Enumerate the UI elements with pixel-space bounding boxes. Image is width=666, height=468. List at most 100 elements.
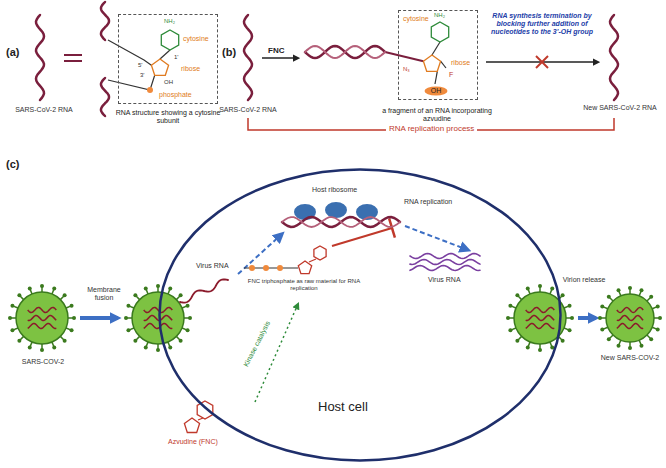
viral-rna [28, 316, 57, 321]
glycosidic-bond [198, 418, 203, 420]
fusion-arrow [80, 316, 118, 320]
rna-strand [305, 46, 385, 58]
viral-envelope [16, 292, 68, 344]
cytosine-ring [161, 30, 178, 50]
viral-rna [28, 324, 57, 329]
spike-head [156, 284, 160, 288]
spike-head [550, 346, 554, 350]
viral-rna [144, 324, 173, 329]
spike-head [649, 337, 653, 341]
phosphate-group [249, 265, 255, 271]
annotation-label: Kinase catalysis [242, 320, 272, 368]
annotation-label: New SARS-COV-2 [596, 354, 664, 362]
inhibition-bar [389, 218, 395, 237]
spike-head [649, 295, 653, 299]
annotation-label: RNA replication process [386, 124, 477, 133]
spike-head [561, 293, 565, 297]
spike-head [70, 328, 74, 332]
spike-head [144, 346, 148, 350]
spike-head [28, 286, 32, 290]
spike-head [639, 288, 643, 292]
spike-head [639, 344, 643, 348]
virus-particle [598, 286, 662, 350]
rna-strand [180, 279, 228, 302]
viral-rna [144, 308, 173, 313]
spike-head [10, 304, 14, 308]
spike-head [133, 293, 137, 297]
spike-head [133, 339, 137, 343]
glycosidic-bond [309, 259, 316, 262]
annotation-label: Virion release [562, 276, 606, 284]
rna-strand [282, 217, 400, 227]
panel-letter: (c) [6, 158, 19, 171]
structure-frame: cytosineriboseFa fragment of an RNA inco… [398, 10, 478, 100]
spike-head [63, 293, 67, 297]
node-text: ribose [181, 65, 200, 73]
process-arrow [262, 57, 298, 59]
backbone-bond [108, 40, 151, 65]
annotation-label: New SARS-CoV-2 RNA [580, 104, 660, 112]
glycosidic-bond [160, 50, 170, 59]
spike-head [40, 284, 44, 288]
panel-letter: (b) [222, 46, 236, 59]
viral-rna [144, 316, 173, 321]
annotation-label: FNC [268, 46, 284, 55]
node-text: a fragment of an RNA incorporating azvud… [377, 107, 497, 123]
viral-rna [526, 324, 555, 329]
phosphate-group [263, 265, 269, 271]
virus-particle [8, 284, 76, 352]
spike-head [617, 344, 621, 348]
annotation-label: SARS-COV-2 [8, 358, 78, 366]
spike-head [17, 293, 21, 297]
cytosine-ring [431, 22, 448, 42]
spike-head [186, 304, 190, 308]
viral-rna [617, 316, 643, 321]
spike-head [600, 305, 604, 309]
annotation-label: 1' [174, 54, 178, 61]
node-text: ribose [451, 59, 470, 67]
annotation-label: NH₂ [434, 12, 445, 19]
structure-frame: cytosineribosephosphateRNA structure sho… [118, 14, 218, 104]
annotation-label: OH [164, 79, 173, 86]
spike-head [10, 328, 14, 332]
glycosidic-bond [432, 42, 440, 55]
block-cross [536, 56, 548, 68]
host-cell-outline [158, 168, 562, 462]
spike-head [168, 286, 172, 290]
annotation-label: Azvudine (FNC) [168, 438, 218, 446]
spike-head [568, 304, 572, 308]
node-text: cytosine [403, 15, 429, 23]
spike-head [561, 339, 565, 343]
spike-head [508, 328, 512, 332]
spike-head [126, 304, 130, 308]
rna-strand [244, 15, 252, 100]
spike-head [52, 346, 56, 350]
node-text: phosphate [159, 91, 192, 99]
spike-head [607, 337, 611, 341]
rna-strand [410, 260, 480, 265]
viral-rna [526, 316, 555, 321]
ribose-ring [298, 261, 311, 274]
inhibition-line [332, 228, 392, 246]
spike-head [72, 316, 76, 320]
block-cross [536, 56, 548, 68]
kinase-arrow [255, 304, 298, 402]
spike-head [628, 286, 632, 290]
spike-head [28, 346, 32, 350]
viral-envelope [132, 292, 184, 344]
annotation-label: 5' [138, 62, 142, 69]
annotation-label: Membrane fusion [80, 286, 128, 302]
ribose-ring [423, 55, 440, 71]
spike-head [568, 328, 572, 332]
rna-strand [410, 266, 480, 271]
replication-arrow [405, 226, 468, 250]
spike-head [156, 348, 160, 352]
viral-rna [617, 308, 643, 313]
viral-rna [28, 308, 57, 313]
annotation-label: SARS-CoV-2 RNA [216, 106, 280, 114]
annotation-label: 3' [140, 72, 144, 79]
annotation-label: NH₂ [164, 18, 175, 25]
virus-particle [124, 284, 192, 352]
hydroxyl-ellipse: OH [423, 85, 449, 97]
